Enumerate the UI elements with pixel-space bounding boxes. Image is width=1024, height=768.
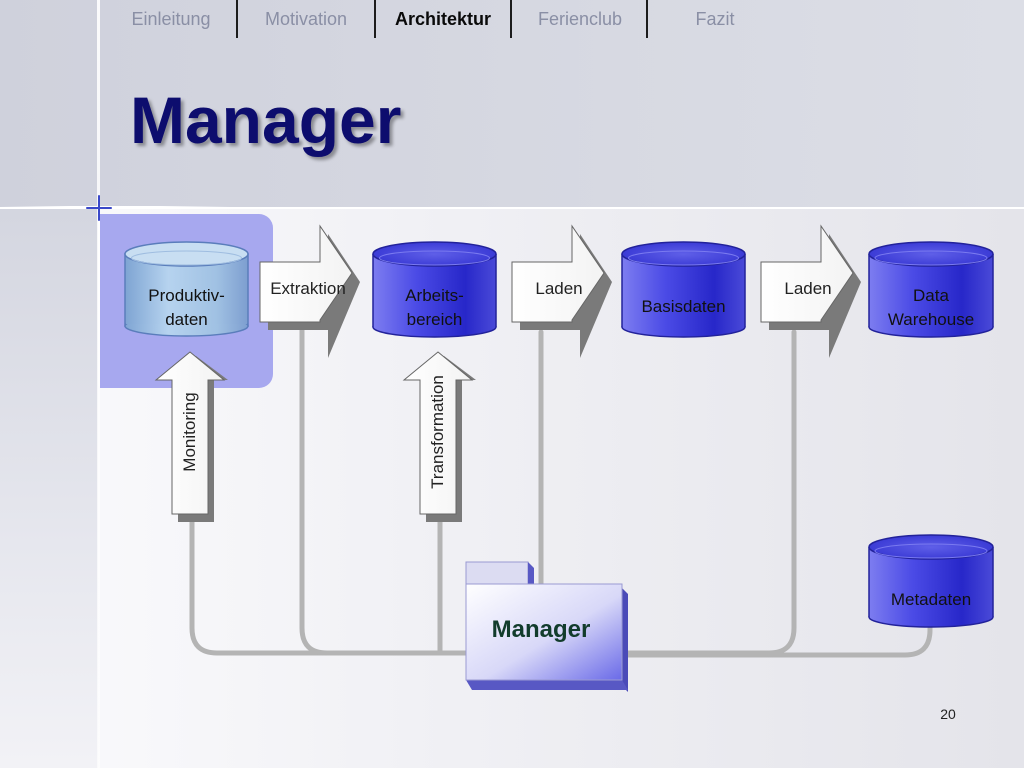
decor-vertical-line [97, 0, 100, 768]
database-data-warehouse [868, 241, 994, 338]
decor-horizontal-line [0, 206, 230, 209]
label-transformation: Transformation [428, 375, 447, 489]
label-produktivdaten-line1: Produktiv- [148, 286, 225, 305]
arrow-monitoring [154, 351, 228, 522]
left-decor-strip [0, 209, 98, 768]
slide-title: Manager [130, 83, 402, 157]
nav-separator [374, 0, 376, 38]
section-nav: Einleitung Motivation Architektur Ferien… [100, 0, 780, 38]
label-laden-1: Laden [535, 279, 583, 298]
tab-einleitung[interactable]: Einleitung [131, 9, 211, 29]
header-band [0, 0, 1024, 209]
manager-folder [465, 561, 628, 692]
arrow-laden-2 [760, 224, 861, 358]
label-metadaten: Metadaten [890, 590, 972, 609]
label-extraktion: Extraktion [270, 279, 346, 298]
tab-architektur[interactable]: Architektur [394, 9, 492, 29]
label-manager: Manager [491, 616, 591, 643]
label-data-warehouse-line1: Data [913, 286, 949, 305]
label-data-warehouse-line2: Warehouse [887, 310, 975, 329]
database-produktivdaten [124, 241, 249, 337]
arrow-extraktion [259, 224, 360, 358]
nav-separator [646, 0, 648, 38]
label-monitoring: Monitoring [180, 392, 199, 472]
database-basisdaten [621, 241, 746, 338]
label-laden-2: Laden [784, 279, 832, 298]
tab-fazit[interactable]: Fazit [695, 9, 735, 29]
tab-ferienclub[interactable]: Ferienclub [537, 9, 623, 29]
label-arbeitsbereich-line2: bereich [406, 310, 463, 329]
nav-separator [236, 0, 238, 38]
connector-lines [189, 327, 933, 658]
database-metadaten [868, 534, 994, 628]
label-basisdaten: Basisdaten [641, 297, 726, 316]
sparkle-icon [86, 195, 112, 221]
label-produktivdaten-line2: daten [165, 310, 208, 329]
label-arbeitsbereich-line1: Arbeits- [405, 286, 464, 305]
nav-separator [510, 0, 512, 38]
database-arbeitsbereich [372, 241, 497, 338]
tab-motivation[interactable]: Motivation [264, 9, 348, 29]
page-number: 20 [940, 706, 956, 722]
arrow-transformation [402, 351, 476, 522]
arrow-laden-1 [511, 224, 612, 358]
